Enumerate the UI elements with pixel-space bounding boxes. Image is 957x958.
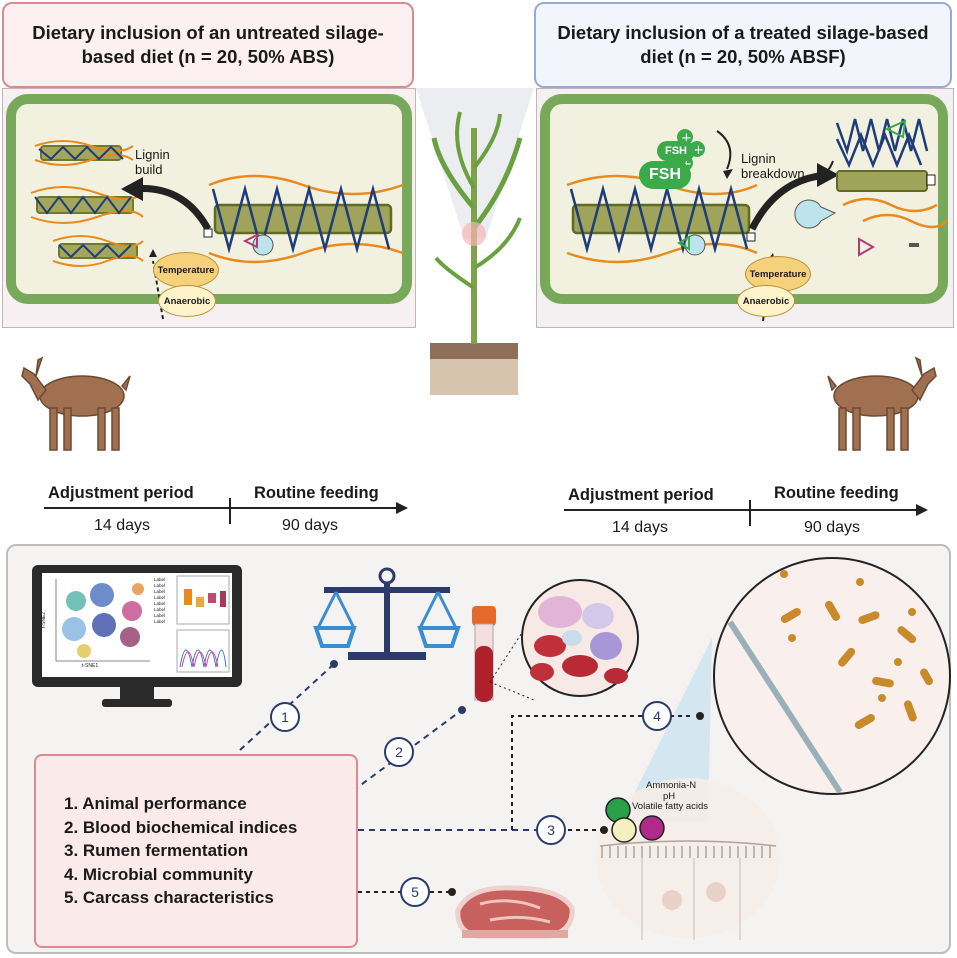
legend-entry: Label: [154, 583, 166, 588]
analysis-list-box: 1. Animal performance 2. Blood biochemic…: [34, 754, 358, 948]
list-item: 1. Animal performance: [64, 794, 247, 813]
tsne-plot: [55, 579, 150, 662]
vfa-circle-yellow: [611, 817, 637, 843]
lignin-build-label: Lignin build: [135, 147, 170, 177]
marker-2: 2: [384, 737, 414, 767]
tsne-legend: Label Label Label Label Label Label Labe…: [154, 577, 174, 625]
bacteria-group: [780, 570, 933, 729]
timeline-left-period1: Adjustment period: [48, 484, 194, 502]
timeline-right-axis: [564, 500, 928, 526]
marker-4: 4: [642, 701, 672, 731]
right-silage-panel: + + + FSH FSH Lignin breakdown Temperatu…: [536, 88, 954, 328]
legend-entry: Label: [154, 589, 166, 594]
triangle-icon: [858, 237, 876, 257]
legend-entry: Label: [154, 613, 166, 618]
anaerobic-oval: Anaerobic: [158, 285, 216, 317]
timeline-right-period1: Adjustment period: [568, 486, 714, 504]
legend-entry: Label: [154, 607, 166, 612]
large-fiber-bundle: [566, 174, 758, 264]
balance-scale-icon: [313, 567, 461, 660]
boxplot-chart: [176, 575, 230, 625]
tsne-x-axis-label: t-SNE1: [82, 663, 99, 669]
list-item: 2. Blood biochemical indices: [64, 817, 298, 837]
fsh-enzyme-large: FSH: [639, 161, 691, 189]
left-silage-panel: Lignin build Temperature Anaerobic: [2, 88, 416, 328]
vfa-circle-magenta: [639, 815, 665, 841]
fiber-bundle: [30, 186, 144, 224]
goat-icon-left: [21, 356, 131, 451]
list-item: 5. Carcass characteristics: [64, 888, 274, 907]
goat-icon-right: [827, 356, 937, 451]
list-item: 3. Rumen fermentation: [64, 841, 249, 860]
timeline-left-days2: 90 days: [282, 517, 339, 534]
fiber-bundle: [34, 140, 134, 166]
rumen-label-ammonia: Ammonia-N: [646, 780, 697, 791]
timeline-right-days1: 14 days: [612, 519, 669, 536]
large-fiber-bundle: [208, 174, 404, 264]
blood-cells-magnified: [489, 579, 639, 701]
arrowhead: [121, 177, 143, 201]
computer-monitor-icon: t-SNE1 t-SNE2 Label Label Label Label La…: [32, 565, 242, 710]
lignin-breakdown-label: Lignin breakdown: [741, 151, 805, 181]
fiber-bundle: [52, 235, 144, 267]
triangle-icon: [242, 233, 258, 249]
svg-text:+: +: [693, 143, 704, 158]
left-diet-title: Dietary inclusion of an untreated silage…: [2, 2, 414, 88]
list-item: 4. Microbial community: [64, 864, 253, 884]
monitor-screen: t-SNE1 t-SNE2 Label Label Label Label La…: [41, 573, 232, 677]
timeline-left-axis: [44, 498, 408, 524]
arrowhead: [817, 163, 839, 187]
marker-3: 3: [536, 815, 566, 845]
legend-entry: Label: [154, 577, 166, 582]
timeline-left-days1: 14 days: [94, 517, 151, 534]
legend-entry: Label: [154, 601, 166, 606]
steak-icon: [455, 885, 575, 939]
right-diet-title: Dietary inclusion of a treated silage-ba…: [534, 2, 952, 88]
svg-text:+: +: [681, 131, 692, 146]
fsh-enzyme-small: FSH: [657, 141, 695, 161]
legend-entry: Label: [154, 595, 166, 600]
timeline-right-period2: Routine feeding: [774, 484, 899, 502]
sugarcane-plant-icon: [430, 111, 523, 395]
timeline-right-days2: 90 days: [804, 519, 861, 536]
lignin-breakdown-arrow: [748, 171, 828, 231]
microbe-magnifier: [620, 557, 951, 822]
rumen-label-ph: pH: [663, 791, 676, 802]
timeline-left-period2: Routine feeding: [254, 484, 379, 502]
blood-tube-icon: [472, 606, 496, 702]
rumen-epithelium-icon: [596, 778, 780, 940]
marker-5: 5: [400, 877, 430, 907]
chromatogram-chart: [176, 629, 230, 673]
rumen-label-vfa: Volatile fatty acids: [632, 801, 709, 812]
analysis-list: 1. Animal performance 2. Blood biochemic…: [64, 792, 297, 910]
enzyme-icon: [794, 199, 837, 229]
left-fiber-illustration: [30, 140, 404, 320]
triangle-icon: [884, 119, 907, 139]
marker-1: 1: [270, 702, 300, 732]
anaerobic-oval: Anaerobic: [737, 285, 795, 317]
legend-entry: Label: [154, 619, 166, 624]
